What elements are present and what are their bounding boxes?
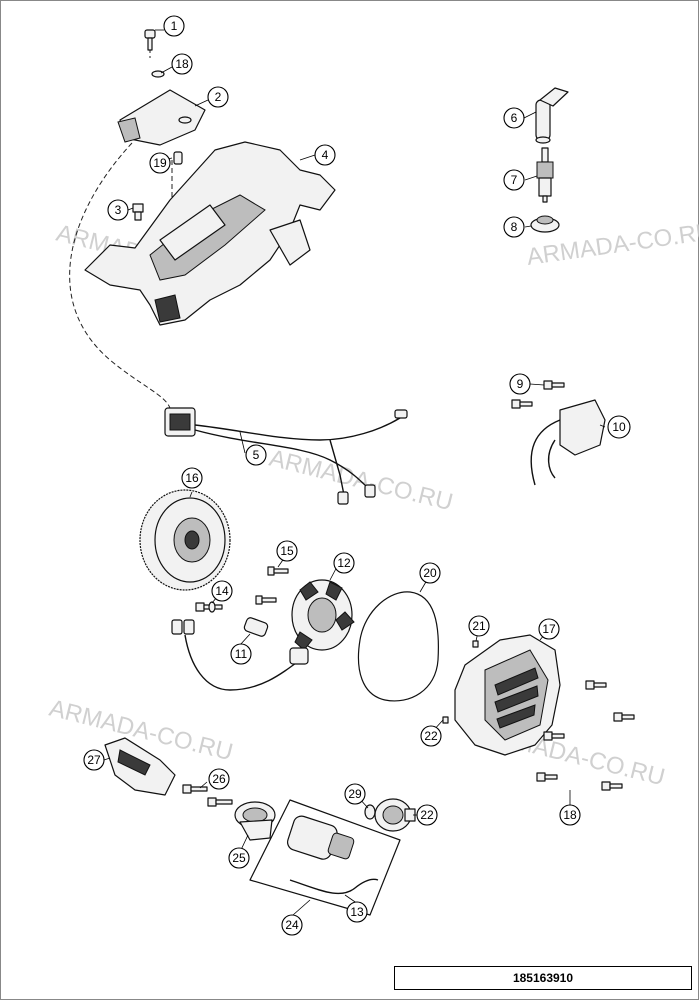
- part-24-starter-kit: [249, 799, 401, 916]
- callout-21: 20: [419, 562, 441, 584]
- callout-14: 14: [211, 580, 233, 602]
- callout-18: 18: [559, 804, 581, 826]
- callout-16: 16: [181, 467, 203, 489]
- part-11-bushing-wire: [171, 617, 301, 691]
- part-6-spark-plug-cap: [535, 87, 569, 144]
- part-2-control-unit: [117, 89, 206, 146]
- callout-4: 4: [314, 144, 336, 166]
- part-16-flywheel: [139, 489, 231, 591]
- callout-22: 21: [468, 615, 490, 637]
- svg-text:25: 25: [232, 851, 246, 865]
- svg-text:1: 1: [171, 19, 178, 33]
- svg-text:24: 24: [285, 918, 299, 932]
- svg-text:16: 16: [185, 471, 199, 485]
- svg-text:3: 3: [115, 203, 122, 217]
- callout-13: 13: [346, 901, 368, 923]
- part-15-screws: [255, 566, 289, 605]
- svg-text:11: 11: [235, 647, 248, 661]
- part-20-rubber-bushing: [173, 151, 183, 165]
- svg-text:22: 22: [420, 808, 434, 822]
- callout-11: 11: [230, 643, 252, 665]
- part-7-spark-plug: [536, 147, 554, 203]
- svg-text:7: 7: [511, 173, 518, 187]
- svg-text:26: 26: [212, 772, 226, 786]
- svg-text:20: 20: [423, 566, 437, 580]
- svg-text:29: 29: [348, 787, 362, 801]
- part-27-cable-guide: [104, 737, 176, 796]
- part-8-grommet: [530, 215, 560, 233]
- part-13-starter-cable: [289, 878, 379, 895]
- callout-10: 10: [607, 415, 631, 439]
- part-1-bolt: [144, 29, 156, 51]
- callout-1: 1: [163, 15, 185, 37]
- callout-9: 9: [509, 373, 531, 395]
- part-29-seal: [364, 804, 376, 820]
- callout-27: 27: [83, 749, 105, 771]
- svg-text:22: 22: [424, 729, 438, 743]
- part-19-washer: [151, 70, 165, 78]
- callout-23: 22: [416, 804, 438, 826]
- svg-text:8: 8: [511, 220, 518, 234]
- svg-text:27: 27: [87, 753, 101, 767]
- callout-19: 18: [171, 53, 193, 75]
- svg-text:18: 18: [175, 57, 189, 71]
- part-4-holder-bracket: [84, 141, 336, 326]
- routing-dashed-line: [69, 142, 171, 409]
- svg-text:13: 13: [350, 905, 364, 919]
- part-23-freewheel-gear: [374, 798, 416, 832]
- svg-text:12: 12: [337, 556, 351, 570]
- part-21-gasket: [357, 591, 439, 702]
- svg-text:14: 14: [215, 584, 229, 598]
- svg-text:18: 18: [563, 808, 577, 822]
- diagram-reference-number: 185163910: [394, 966, 692, 990]
- callout-2: 2: [207, 86, 229, 108]
- callout-29: 29: [344, 783, 366, 805]
- callout-12: 12: [333, 552, 355, 574]
- watermarks: ARMADA-CO.RU ARMADA-CO.RU ARMADA-CO.RU A…: [47, 218, 699, 791]
- part-26-screws: [182, 784, 233, 807]
- svg-text:5: 5: [253, 448, 260, 462]
- part-22-dowel-pin: [442, 716, 449, 724]
- callout-25: 25: [228, 847, 250, 869]
- part-18-screws: [536, 680, 635, 791]
- part-12-stator: [289, 579, 355, 665]
- part-14-screw: [195, 601, 223, 613]
- svg-text:6: 6: [511, 111, 518, 125]
- callout-6: 6: [503, 107, 525, 129]
- svg-text:15: 15: [280, 544, 294, 558]
- callout-3: 3: [107, 199, 129, 221]
- callout-20: 19: [149, 152, 171, 174]
- callout-7: 7: [503, 169, 525, 191]
- callout-5: 5: [245, 444, 267, 466]
- svg-text:17: 17: [542, 622, 556, 636]
- part-9-bolts: [511, 380, 565, 409]
- part-10-ignition-coil: [530, 399, 606, 486]
- svg-text:10: 10: [612, 420, 626, 434]
- callouts: 1 18 2 19 3 4 5 6 7 8 9 10 16 15 12 20 1…: [83, 15, 631, 936]
- svg-text:9: 9: [517, 377, 524, 391]
- callout-22-lower: 22: [420, 725, 442, 747]
- callout-8: 8: [503, 216, 525, 238]
- svg-text:2: 2: [215, 90, 222, 104]
- callout-24: 24: [281, 914, 303, 936]
- svg-text:4: 4: [322, 148, 329, 162]
- part-17-ignition-cover: [454, 634, 561, 756]
- callout-15: 15: [276, 540, 298, 562]
- svg-text:19: 19: [153, 156, 167, 170]
- part-3-nut: [132, 203, 144, 221]
- part-25-clamp: [234, 801, 276, 841]
- callout-17: 17: [538, 618, 560, 640]
- svg-text:21: 21: [472, 619, 486, 633]
- callout-26: 26: [208, 768, 230, 790]
- part-22-dowel-pin: [472, 640, 479, 648]
- part-5-wiring-harness: [164, 407, 408, 505]
